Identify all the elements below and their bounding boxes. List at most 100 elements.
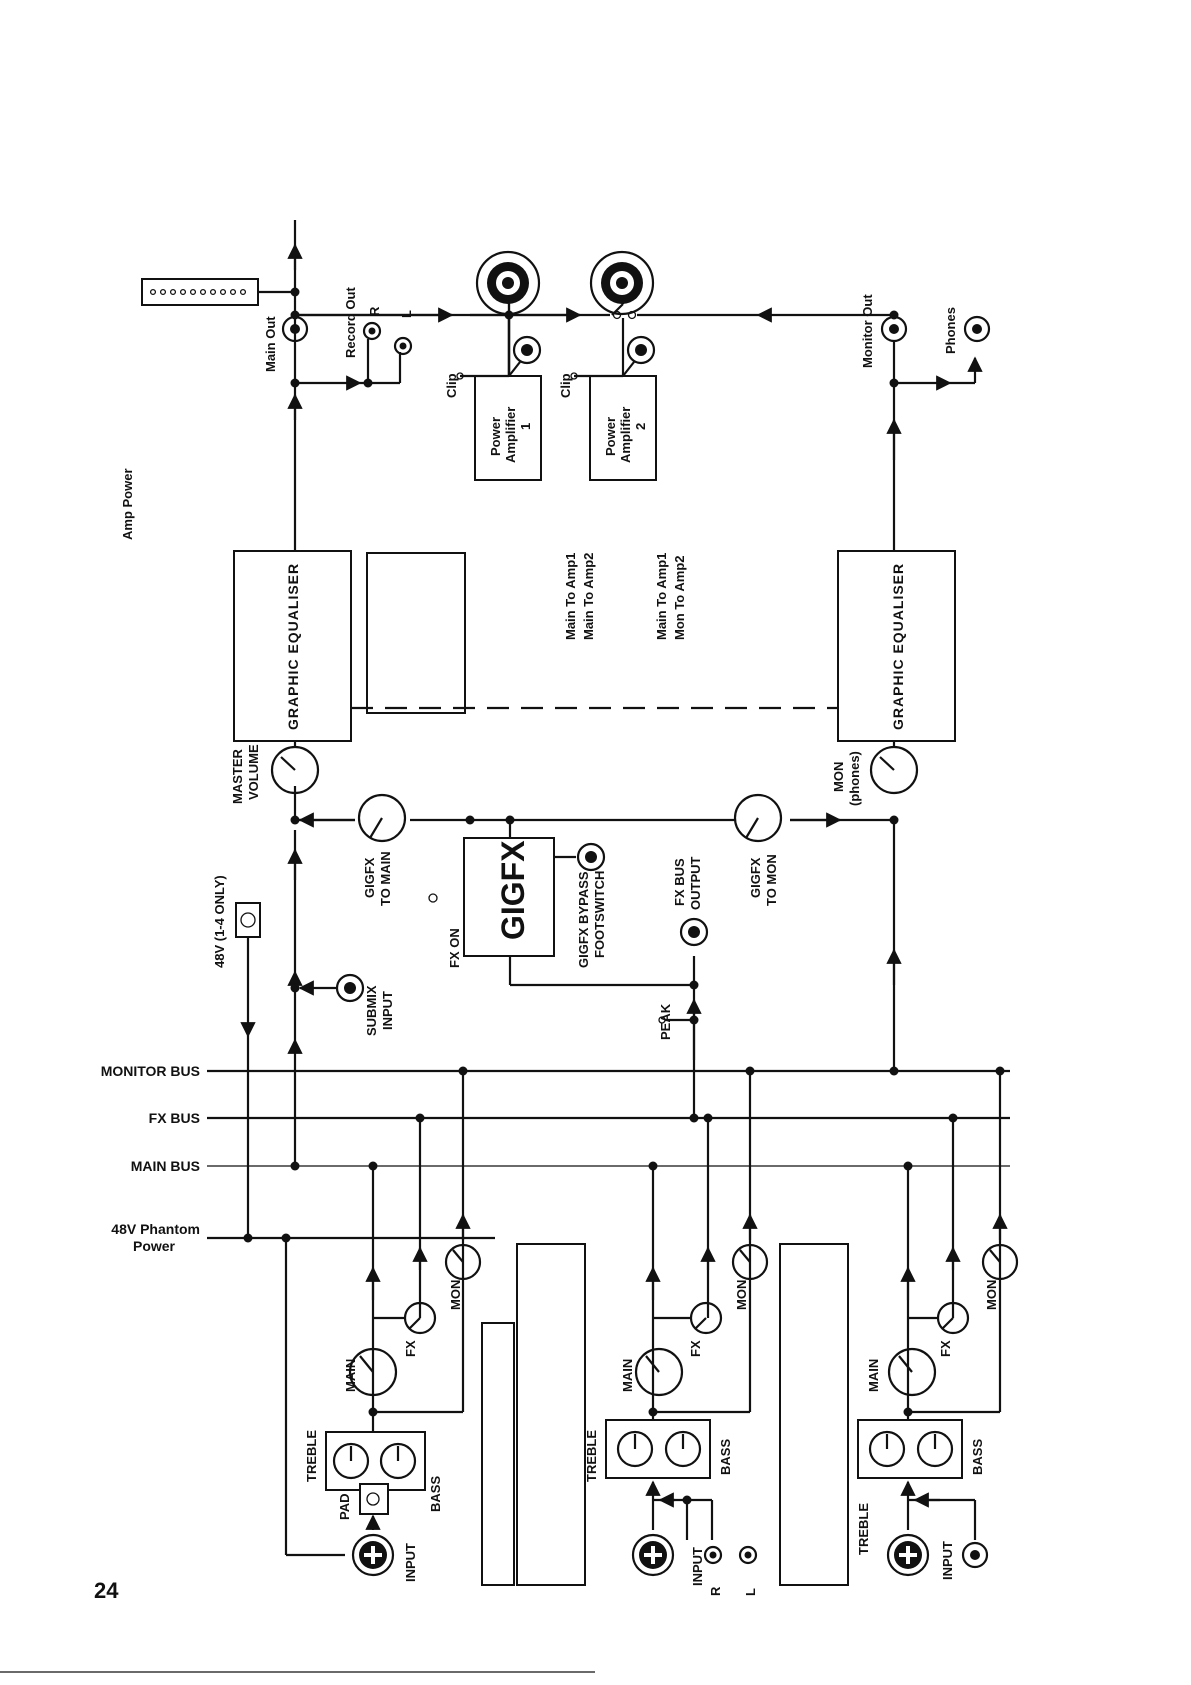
ch3-fx-label: FX <box>938 1340 953 1357</box>
monitor-sum-path <box>886 820 902 1076</box>
channel-2 <box>645 1066 758 1432</box>
main-out-label: Main Out <box>263 316 278 372</box>
main-out-jack <box>281 315 309 343</box>
power-amp-1-line1: Power <box>488 417 503 456</box>
ch3-fx-knob <box>936 1301 970 1335</box>
phantom-switch-label: 48V (1-4 ONLY) <box>212 875 227 968</box>
ch1-fx-label: FX <box>403 1340 418 1357</box>
ch2-input-xlr <box>631 1533 675 1577</box>
clip-label-1: Clip <box>444 373 459 398</box>
channel-3 <box>900 1066 1008 1432</box>
ch3-input-xlr <box>886 1533 930 1577</box>
ch1-treble-label: TREBLE <box>304 1430 319 1482</box>
ch2-mon-label: MON <box>734 1280 749 1310</box>
ch2-r-jack <box>703 1545 723 1565</box>
ch2-treble-knob <box>616 1430 654 1468</box>
monitor-out-label: Monitor Out <box>860 294 875 368</box>
ch1-eq-box <box>325 1431 426 1491</box>
ch1-main-knob <box>348 1347 398 1397</box>
record-out-label: Record Out <box>343 287 358 358</box>
submix-label-2: INPUT <box>380 991 395 1030</box>
main-bus-label: MAIN BUS <box>131 1158 200 1174</box>
gigfx-to-mon-label: GIGFX <box>748 857 763 898</box>
ch2-mon-knob <box>731 1243 769 1281</box>
fx-bus-label: FX BUS <box>149 1110 200 1126</box>
main-sum-path <box>287 786 303 1171</box>
gigfx-bypass-label-2: FOOTSWITCH <box>592 871 607 958</box>
ch2-fx-label: FX <box>688 1340 703 1357</box>
ch3-treble-knob <box>868 1430 906 1468</box>
power-amp-2-line1: Power <box>603 417 618 456</box>
power-amp-2-line2: Amplifier <box>618 407 633 463</box>
record-out-r-jack <box>362 321 382 341</box>
ch2-fx-knob <box>689 1301 723 1335</box>
ch2-l-jack <box>738 1545 758 1565</box>
speakon-1 <box>456 250 542 380</box>
ch3-bass-knob <box>916 1430 954 1468</box>
ch1-fader-slot-b <box>516 1243 586 1586</box>
gigfx-box-label: GIGFX <box>495 840 531 940</box>
ch3-mon-label: MON <box>984 1280 999 1310</box>
ch2-main-knob <box>634 1347 684 1397</box>
amp-mode-1-line2: Main To Amp2 <box>581 553 596 640</box>
amp-mode-2-line2: Mon To Amp2 <box>672 556 687 641</box>
ch1-main-label: MAIN <box>343 1359 358 1392</box>
phantom-power-label: 48V Phantom <box>111 1221 200 1237</box>
monitor-out-jack <box>880 315 908 343</box>
fx-on-led <box>428 893 438 903</box>
ch2-l-label: L <box>743 1588 758 1596</box>
ch3-main-knob <box>887 1347 937 1397</box>
ch1-mon-knob <box>444 1243 482 1281</box>
main-graphic-eq-box <box>233 550 352 742</box>
speakon-2 <box>570 250 656 380</box>
monitor-graphic-eq-label: GRAPHIC EQUALISER <box>890 563 906 730</box>
ch3-main-label: MAIN <box>866 1359 881 1392</box>
phones-label: Phones <box>943 307 958 354</box>
amp-power-meter <box>141 278 295 306</box>
power-amp-2-line3: 2 <box>633 423 648 430</box>
bus-lines <box>207 1069 1010 1240</box>
master-volume-label: MASTER <box>230 749 245 805</box>
gigfx-bypass-label: GIGFX BYPASS <box>576 871 591 968</box>
master-volume-label-2: VOLUME <box>246 744 261 800</box>
ch1-mon-label: MON <box>448 1280 463 1310</box>
ch3-input-label: INPUT <box>940 1541 955 1580</box>
amp-mode-1-line1: Main To Amp1 <box>563 553 578 640</box>
ch1-pad-switch <box>359 1483 389 1515</box>
amp-mode-2-line1: Main To Amp1 <box>654 553 669 640</box>
power-amp-1-line3: 1 <box>518 423 533 430</box>
ch3-bass-label: BASS <box>970 1439 985 1475</box>
main-out-path <box>287 220 402 391</box>
ch2-r-label: R <box>708 1586 723 1596</box>
main-graphic-eq-label: GRAPHIC EQUALISER <box>285 563 301 730</box>
monitor-bus-label: MONITOR BUS <box>101 1063 200 1079</box>
mon-phones-label: MON <box>831 762 846 792</box>
eq-link-panel <box>366 552 466 714</box>
ch3-mon-knob <box>981 1243 1019 1281</box>
peak-label: PEAK <box>658 1003 673 1040</box>
ch2-treble-label: TREBLE <box>584 1430 599 1482</box>
fx-bus-output-jack <box>679 917 709 947</box>
ch1-input-xlr <box>351 1533 395 1577</box>
ch3-eq-box <box>857 1419 963 1479</box>
gigfx-to-mon-knob <box>733 793 783 843</box>
mon-phones-knob <box>869 745 919 795</box>
ch1-fader-slot-a <box>481 1322 515 1586</box>
ch2-input-label: INPUT <box>690 1547 705 1586</box>
ch3-jack-input <box>961 1541 989 1569</box>
phantom-switch <box>235 902 345 1557</box>
gigfx-to-main-knob <box>357 793 407 843</box>
mon-phones-label-2: (phones) <box>847 751 862 806</box>
clip-label-2: Clip <box>558 373 573 398</box>
gigfx-processor-box <box>463 837 555 957</box>
fx-bus-send-path <box>508 956 702 1123</box>
submix-label: SUBMIX <box>364 985 379 1036</box>
ch2-main-label: MAIN <box>620 1359 635 1392</box>
gigfx-bypass-jack <box>554 842 606 872</box>
gigfx-to-main-label: GIGFX <box>362 857 377 898</box>
ch1-bass-label: BASS <box>428 1476 443 1512</box>
master-volume-knob <box>270 745 320 795</box>
ch3-treble-label: TREBLE <box>856 1503 871 1555</box>
ch1-treble-knob <box>332 1442 370 1480</box>
